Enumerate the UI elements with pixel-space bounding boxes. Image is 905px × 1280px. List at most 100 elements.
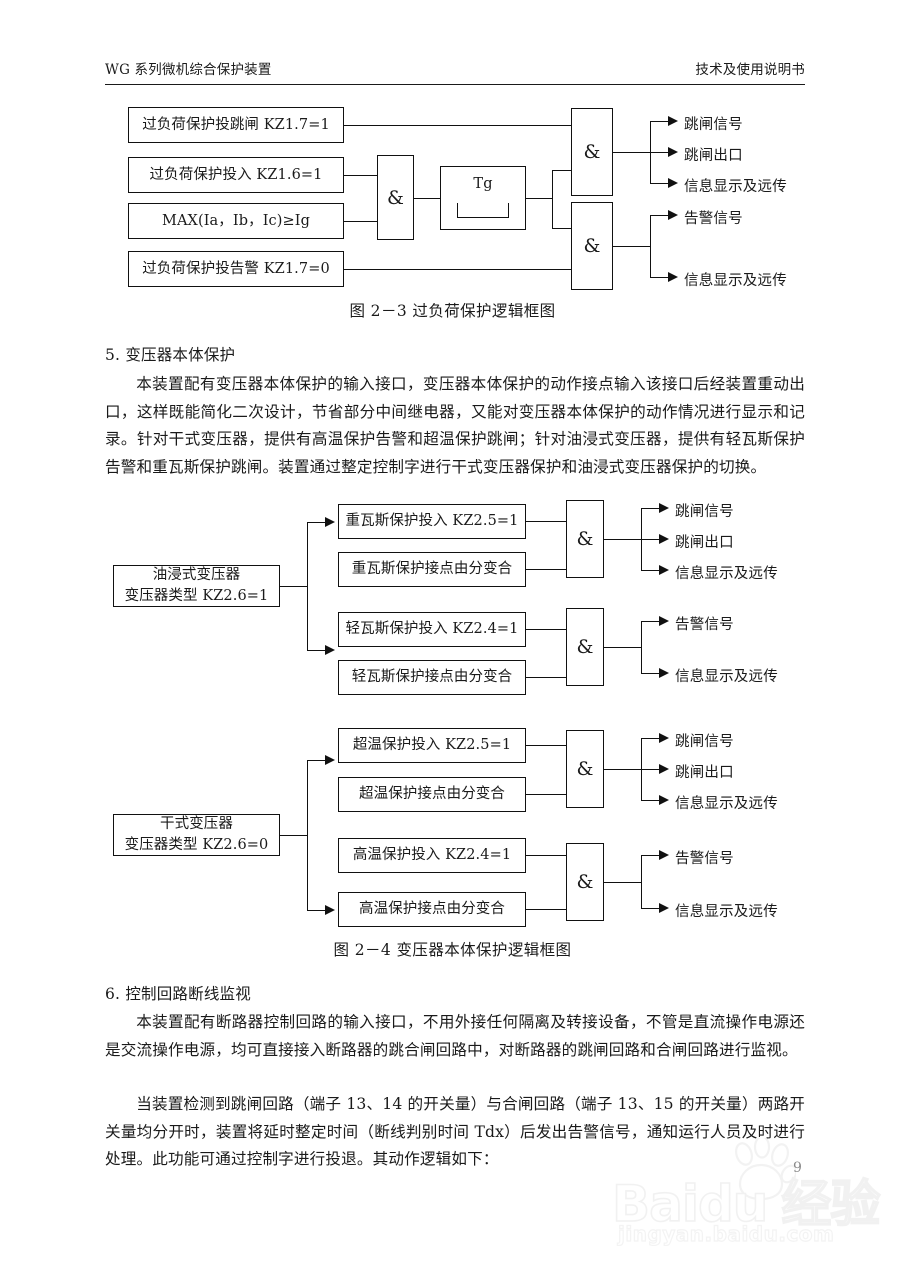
fig2-input-box-g4-1: 高温保护投入 KZ2.4=1 bbox=[338, 838, 526, 873]
section-5-heading: 5. 变压器本体保护 bbox=[105, 346, 236, 364]
fig2-output-g1-1: 跳闸信号 bbox=[675, 504, 734, 520]
fig2-input-box-g4-2: 高温保护接点由分变合 bbox=[338, 892, 526, 927]
fig2-source-dry-line2: 变压器类型 KZ2.6=0 bbox=[124, 837, 269, 853]
page-number: 9 bbox=[793, 1160, 802, 1176]
timer-delay-icon bbox=[457, 203, 509, 218]
fig2-wire-g1-out-2 bbox=[641, 539, 659, 540]
section-6-heading: 6. 控制回路断线监视 bbox=[105, 985, 251, 1003]
figure-2-3-caption: 图 2－3 过负荷保护逻辑框图 bbox=[349, 302, 556, 320]
fig1-wire-in1 bbox=[344, 125, 571, 126]
fig1-wire-alarm-fanout bbox=[650, 215, 651, 277]
arrow-icon bbox=[668, 178, 678, 188]
arrow-icon bbox=[659, 903, 669, 913]
fig1-wire-in4 bbox=[344, 269, 571, 270]
fig1-and-gate-left: & bbox=[377, 155, 414, 240]
section-6-paragraph-1: 本装置配有断路器控制回路的输入接口，不用外接任何隔离及转接设备，不管是直流操作电… bbox=[105, 1013, 805, 1059]
arrow-icon bbox=[659, 795, 669, 805]
fig2-wire-dry-to-g3 bbox=[307, 760, 325, 761]
fig2-and-gate-g3: & bbox=[566, 730, 604, 808]
fig1-wire-bus-vertical bbox=[552, 170, 553, 228]
arrow-icon bbox=[659, 850, 669, 860]
fig2-wire-g3-out-1 bbox=[641, 738, 659, 739]
fig2-source-box-dry: 干式变压器 变压器类型 KZ2.6=0 bbox=[113, 814, 280, 856]
fig2-wire-g1-out bbox=[604, 539, 641, 540]
fig2-wire-g2-in2 bbox=[526, 677, 566, 678]
fig1-wire-alarm-out-1 bbox=[650, 215, 668, 216]
fig2-output-g4-2: 信息显示及远传 bbox=[675, 904, 778, 920]
fig2-wire-g2-out-1 bbox=[641, 621, 659, 622]
fig2-source-box-oil: 油浸式变压器 变压器类型 KZ2.6=1 bbox=[113, 565, 280, 607]
fig1-output-trip-3: 信息显示及远传 bbox=[684, 179, 787, 195]
fig2-input-box-g3-2: 超温保护接点由分变合 bbox=[338, 777, 526, 812]
fig2-output-g2-2: 信息显示及远传 bbox=[675, 669, 778, 685]
fig1-wire-in3 bbox=[344, 221, 377, 222]
fig2-source-dry-line1: 干式变压器 bbox=[160, 815, 233, 832]
fig2-input-box-g2-1: 轻瓦斯保护投入 KZ2.4=1 bbox=[338, 612, 526, 647]
fig2-and-gate-g4: & bbox=[566, 843, 604, 921]
arrow-icon bbox=[659, 764, 669, 774]
fig2-output-g1-3: 信息显示及远传 bbox=[675, 566, 778, 582]
arrow-icon bbox=[668, 272, 678, 282]
fig2-wire-g4-out-1 bbox=[641, 855, 659, 856]
section-6-paragraph-2: 当装置检测到跳闸回路（端子 13、14 的开关量）与合闸回路（端子 13、15 … bbox=[105, 1095, 805, 1168]
fig1-output-trip-1: 跳闸信号 bbox=[684, 117, 743, 133]
fig2-wire-g3-out-2 bbox=[641, 769, 659, 770]
fig2-wire-dry-out bbox=[280, 835, 307, 836]
fig2-wire-g1-in2 bbox=[526, 569, 566, 570]
arrow-icon bbox=[659, 503, 669, 513]
fig1-and-gate-alarm: & bbox=[571, 202, 613, 290]
fig2-wire-g2-fanout bbox=[641, 621, 642, 673]
arrow-icon bbox=[325, 645, 335, 655]
fig2-wire-g1-out-3 bbox=[641, 570, 659, 571]
fig2-output-g3-2: 跳闸出口 bbox=[675, 765, 734, 781]
fig1-output-alarm-2: 信息显示及远传 bbox=[684, 273, 787, 289]
fig2-and-gate-g1: & bbox=[566, 500, 604, 578]
fig2-wire-g4-in1 bbox=[526, 855, 566, 856]
fig2-wire-g1-out-1 bbox=[641, 508, 659, 509]
fig1-output-alarm-1: 告警信号 bbox=[684, 211, 743, 227]
fig2-wire-g3-in1 bbox=[526, 745, 566, 746]
fig2-source-oil-line1: 油浸式变压器 bbox=[152, 566, 241, 583]
arrow-icon bbox=[659, 668, 669, 678]
fig2-wire-g4-out-2 bbox=[641, 908, 659, 909]
fig2-wire-dry-to-g4 bbox=[307, 910, 325, 911]
fig2-wire-g2-out-2 bbox=[641, 673, 659, 674]
fig2-and-gate-g2: & bbox=[566, 608, 604, 686]
header-right-title: 技术及使用说明书 bbox=[695, 62, 805, 78]
arrow-icon bbox=[659, 565, 669, 575]
fig2-wire-g4-out bbox=[604, 882, 641, 883]
fig2-wire-dry-bus bbox=[307, 760, 308, 910]
fig2-wire-g3-out-3 bbox=[641, 800, 659, 801]
section-5-paragraph: 本装置配有变压器本体保护的输入接口，变压器本体保护的动作接点输入该接口后经装置重… bbox=[105, 375, 805, 476]
fig1-timer-label: Tg bbox=[473, 176, 493, 192]
fig2-input-box-g1-2: 重瓦斯保护接点由分变合 bbox=[338, 552, 526, 587]
arrow-icon bbox=[668, 147, 678, 157]
arrow-icon bbox=[659, 534, 669, 544]
fig1-wire-timer-out bbox=[526, 198, 552, 199]
figure-2-3-diagram: 过负荷保护投跳闸 KZ1.7=1 过负荷保护投入 KZ1.6=1 MAX(Ia，… bbox=[0, 0, 905, 300]
fig2-input-box-g3-1: 超温保护投入 KZ2.5=1 bbox=[338, 728, 526, 763]
page-header: WG 系列微机综合保护装置 技术及使用说明书 bbox=[105, 58, 805, 84]
fig1-and-gate-trip: & bbox=[571, 108, 613, 196]
fig1-wire-trip-out-3 bbox=[650, 183, 668, 184]
fig2-output-g3-1: 跳闸信号 bbox=[675, 734, 734, 750]
fig2-wire-g3-in2 bbox=[526, 794, 566, 795]
fig1-input-box-2: 过负荷保护投入 KZ1.6=1 bbox=[128, 157, 344, 193]
fig2-wire-g4-in2 bbox=[526, 909, 566, 910]
arrow-icon bbox=[668, 116, 678, 126]
fig2-source-oil-line2: 变压器类型 KZ2.6=1 bbox=[124, 588, 269, 604]
fig1-wire-in2 bbox=[344, 175, 377, 176]
arrow-icon bbox=[659, 733, 669, 743]
header-left-title: WG 系列微机综合保护装置 bbox=[105, 62, 272, 78]
arrow-icon bbox=[325, 755, 335, 765]
arrow-icon bbox=[659, 616, 669, 626]
fig1-wire-bus-to-trip bbox=[552, 170, 571, 171]
fig2-output-g4-1: 告警信号 bbox=[675, 851, 734, 867]
fig2-wire-g1-in1 bbox=[526, 521, 566, 522]
fig1-wire-trip-out-1 bbox=[650, 121, 668, 122]
fig2-wire-g3-out bbox=[604, 769, 641, 770]
fig2-wire-g4-fanout bbox=[641, 855, 642, 908]
fig1-input-box-1: 过负荷保护投跳闸 KZ1.7=1 bbox=[128, 107, 344, 143]
arrow-icon bbox=[325, 517, 335, 527]
